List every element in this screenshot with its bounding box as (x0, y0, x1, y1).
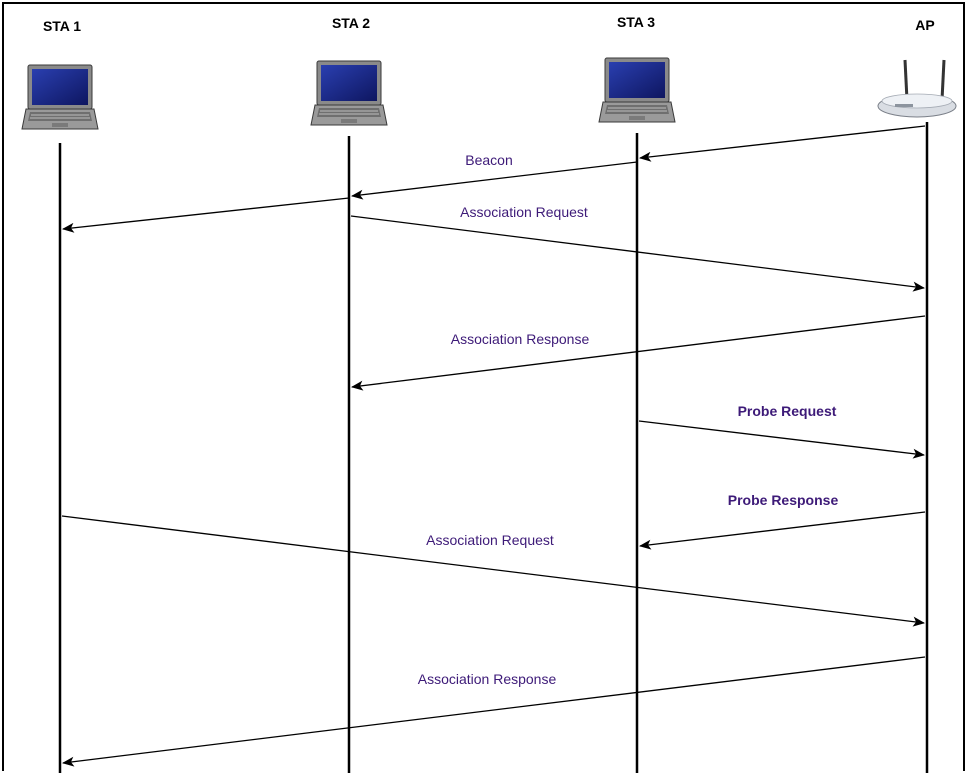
entity-label-sta2: STA 2 (331, 15, 371, 31)
laptop-icon-sta3 (598, 57, 676, 123)
arrow-probe-response-ap-sta3 (639, 511, 926, 550)
entity-label-ap: AP (915, 17, 935, 33)
message-label-association-response-1: Association Response (450, 331, 590, 347)
message-label-association-response-2: Association Response (417, 671, 557, 687)
message-label-beacon: Beacon (465, 152, 513, 168)
arrow-probe-request-sta3-ap (638, 420, 925, 459)
arrow-beacon-ap-sta3 (639, 125, 926, 162)
arrow-beacon-sta3-sta2 (351, 161, 638, 200)
message-label-association-request-2: Association Request (426, 532, 554, 548)
laptop-icon-sta2 (310, 60, 388, 126)
message-label-probe-response: Probe Response (727, 492, 839, 508)
message-arrows (61, 125, 926, 767)
laptop-icon-sta1 (21, 64, 99, 130)
arrow-beacon-sta2-sta1 (62, 197, 350, 233)
message-label-probe-request: Probe Request (737, 403, 837, 419)
entity-label-sta3: STA 3 (616, 14, 656, 30)
entity-label-sta1: STA 1 (42, 18, 82, 34)
message-label-association-request-1: Association Request (460, 204, 588, 220)
arrow-association-request-sta2-ap (350, 215, 925, 292)
arrow-association-request-sta1-ap (61, 515, 925, 627)
arrow-association-response-ap-sta1 (62, 656, 926, 767)
arrow-association-response-ap-sta2 (351, 315, 926, 391)
access-point-icon (877, 59, 957, 118)
